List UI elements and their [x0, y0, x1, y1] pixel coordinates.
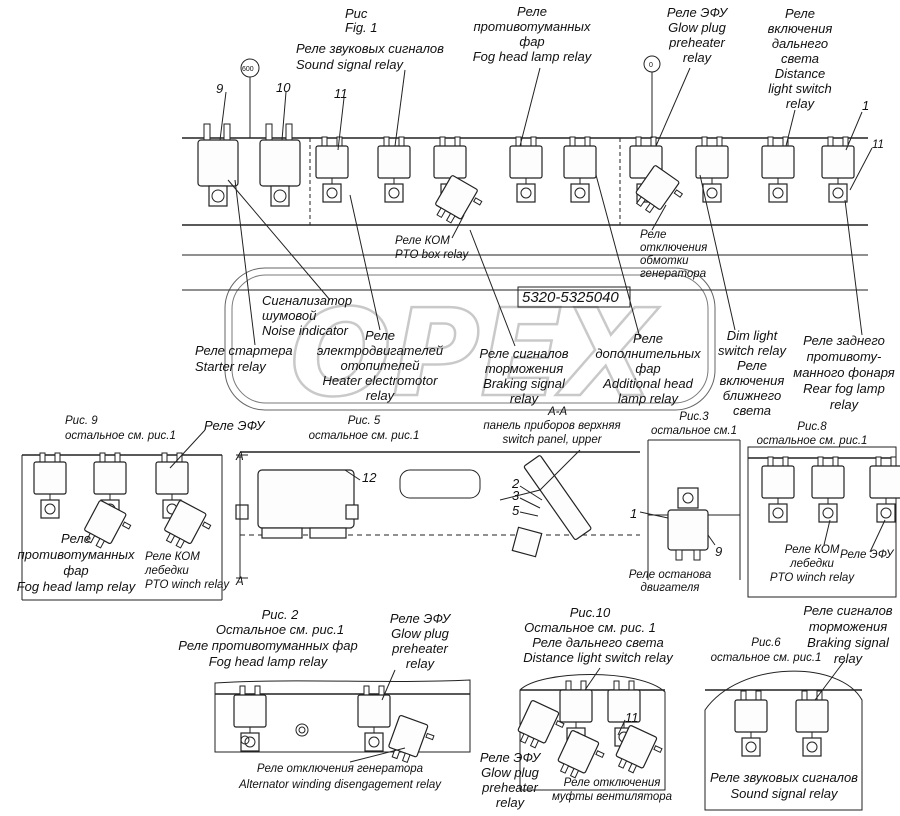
num-1: 1 — [862, 98, 869, 113]
relay-fog-head — [509, 136, 543, 203]
fig8-relay-1 — [761, 456, 795, 523]
fig5-num-5: 5 — [512, 503, 520, 518]
fig5-num-12: 12 — [362, 470, 377, 485]
circle-0: 0 — [649, 62, 653, 69]
relay-additional-head — [563, 136, 597, 203]
fig5-num-2: 2 — [511, 476, 520, 491]
fig9-board — [21, 429, 223, 601]
fig3-panel — [639, 439, 741, 580]
fig6-panel — [704, 659, 863, 811]
relay-sound-signal — [315, 136, 349, 203]
fig8-relay-3 — [869, 456, 900, 523]
relay-dim-light — [695, 136, 729, 203]
fig6-relay-sound — [734, 690, 768, 757]
fig8-relay-pto — [811, 456, 845, 523]
fig6-relay-braking — [795, 690, 829, 757]
relay-pto-tilted — [430, 174, 487, 232]
fig2-relay-alternator — [385, 714, 438, 769]
fig10-relay-glow — [513, 699, 568, 756]
fig2-relay-glow — [357, 685, 391, 752]
fig3-num-1: 1 — [630, 506, 637, 521]
fig9-relay-fog — [33, 452, 67, 519]
num-10: 10 — [276, 80, 291, 95]
num-11: 11 — [334, 86, 348, 101]
fig5-num-3: 3 — [512, 488, 520, 503]
fig8-panel — [747, 446, 900, 598]
relay-rear-fog — [821, 136, 855, 203]
fig2-relay-fog — [233, 685, 267, 752]
fig5-a-bottom: A — [235, 576, 244, 588]
sheet-code: 5320-5325040 — [522, 289, 619, 306]
fig3-num-9: 9 — [715, 544, 722, 559]
circle-600: 600 — [242, 66, 254, 73]
fig1-relay-board: 600 0 — [182, 55, 873, 347]
fig9-label-glow: Реле ЭФУ — [204, 418, 266, 433]
relay-horn — [377, 136, 411, 203]
fig10-panel — [513, 667, 666, 791]
relay-9 — [197, 123, 239, 207]
relay-distance-light — [761, 136, 795, 203]
fig2-panel — [214, 669, 471, 769]
relay-10 — [259, 123, 301, 207]
fig8-label-glow: Реле ЭФУ — [840, 549, 895, 561]
num-11b: 11 — [872, 139, 884, 151]
fig5-a-top: A — [235, 451, 244, 463]
fig5-panel — [235, 449, 640, 579]
fig10-num-11: 11 — [625, 710, 639, 725]
fig5-aa: A-A — [547, 406, 568, 418]
num-9: 9 — [216, 81, 223, 96]
